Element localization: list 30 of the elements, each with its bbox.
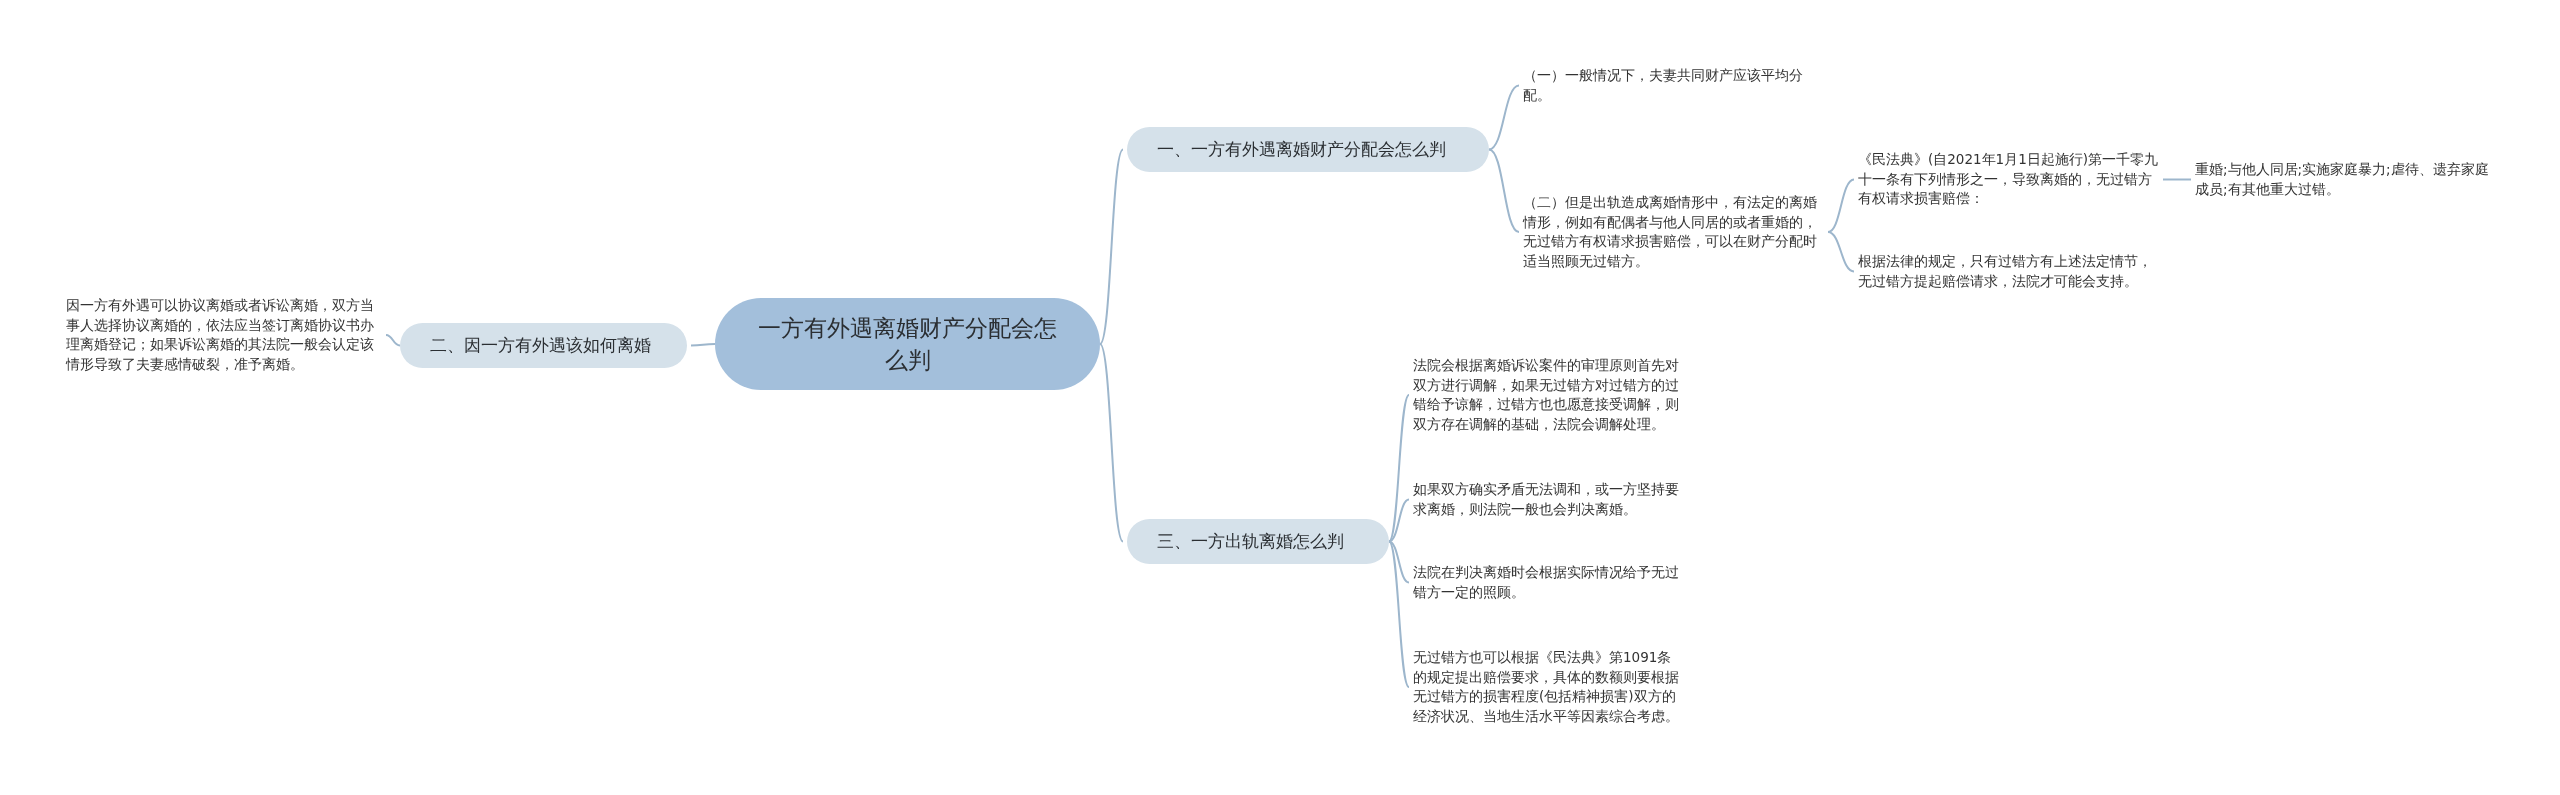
node-text: 《民法典》(自2021年1月1日起施行)第一千零九十一条有下列情形之一，导致离婚的，无过错方有权请求损害赔偿： [1858,151,2159,207]
node-text: 根据法律的规定，只有过错方有上述法定情节，无过错方提起赔偿请求，法院才可能会支持。 [1858,253,2152,289]
connector-line [1388,540,1410,584]
node-text: 三、一方出轨离婚怎么判 [1157,530,1344,554]
node-text: 如果双方确实矛盾无法调和，或一方坚持要求离婚，则法院一般也会判决离婚。 [1413,481,1679,517]
connector-line [1388,540,1410,688]
connector-line [1099,148,1124,345]
node-text: 重婚;与他人同居;实施家庭暴力;虐待、遗弃家庭成员;有其他重大过错。 [2195,161,2489,197]
node-text: 法院会根据离婚诉讼案件的审理原则首先对双方进行调解，如果无过错方对过错方的过错给予谅解，过错方也也愿意接受调解，则双方存在调解的基础，法院会调解处理。 [1413,357,1679,432]
branch-topic [1127,127,1489,172]
connector-line [385,334,401,347]
connector-line [1488,84,1520,151]
connector-line [1099,343,1124,543]
connector-line [1827,231,1855,273]
node-text: 因一方有外遇可以协议离婚或者诉讼离婚，双方当事人选择协议离婚的，依法应当签订离婚协议书办理离婚登记；如果诉讼离婚的其法院一般会认定该情形导致了夫妻感情破裂，准予离婚。 [66,297,374,372]
connector-line [2162,178,2192,181]
node-text: 法院在判决离婚时会根据实际情况给予无过错方一定的照顾。 [1413,564,1679,600]
connector-line [1488,148,1520,233]
node-text: 二、因一方有外遇该如何离婚 [430,334,651,358]
node-text: 一方有外遇离婚财产分配会怎么判 [757,314,1058,376]
connector-line [1388,498,1410,543]
connector-line [1827,178,1855,233]
connector-line [690,343,716,347]
node-text: （二）但是出轨造成离婚情形中，有法定的离婚情形，例如有配偶者与他人同居的或者重婚的，无过错方有权请求损害赔偿，可以在财产分配时适当照顾无过错方。 [1523,194,1817,269]
node-text: 一、一方有外遇离婚财产分配会怎么判 [1157,138,1446,162]
node-text: （一）一般情况下，夫妻共同财产应该平均分配。 [1523,67,1803,103]
branch-topic [1127,519,1389,564]
branch-topic [400,323,687,368]
node-text: 无过错方也可以根据《民法典》第1091条的规定提出赔偿要求，具体的数额则要根据无过错方的损害程度(包括精神损害)双方的经济状况、当地生活水平等因素综合考虑。 [1413,649,1679,724]
connector-line [1388,394,1410,543]
